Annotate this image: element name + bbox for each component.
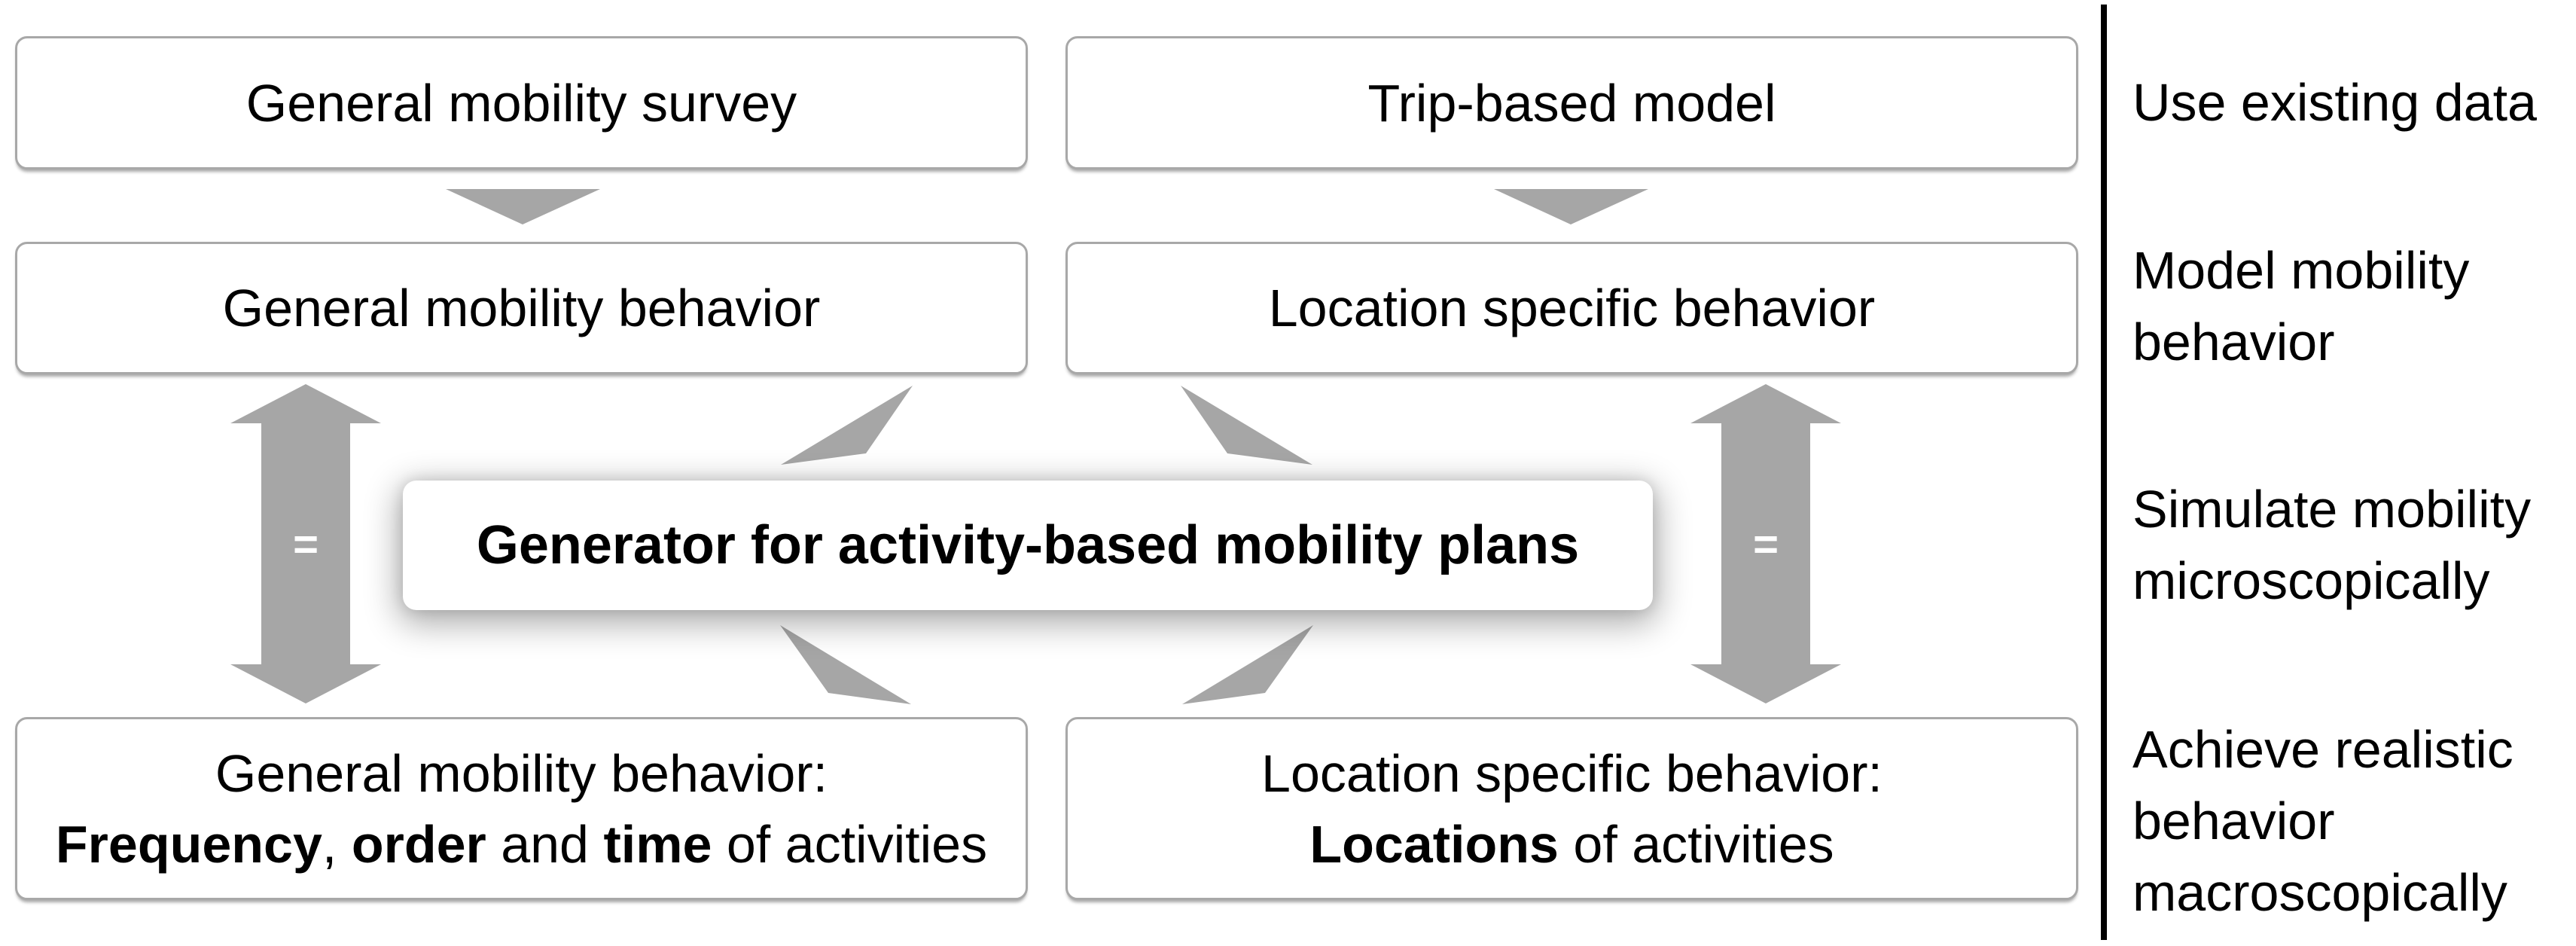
box-general-mobility-survey: General mobility survey (15, 36, 1028, 169)
box-general-behavior-detail: General mobility behavior: Frequency, or… (15, 717, 1028, 900)
stage-label-line: behavior (2132, 313, 2335, 371)
divider-line (2101, 5, 2107, 940)
double-arrow-icon (230, 384, 381, 703)
box-location-specific-behavior: Location specific behavior (1065, 242, 2078, 374)
box-generator: Generator for activity-based mobility pl… (403, 481, 1653, 610)
equals-label: = (1753, 520, 1779, 569)
swoosh-arrow-icon (1181, 386, 1312, 465)
swoosh-arrow-icon (781, 386, 913, 465)
box-label-segment: of activities (712, 814, 988, 874)
stage-label-simulate-mobility: Simulate mobility microscopically (2132, 474, 2573, 617)
box-label: Trip-based model (1367, 73, 1776, 133)
box-general-mobility-behavior: General mobility behavior (15, 242, 1028, 374)
box-label-segment: of activities (1558, 814, 1834, 874)
box-label-segment: order (351, 814, 486, 874)
box-label: General mobility survey (245, 73, 797, 133)
box-label: General mobility behavior (222, 279, 821, 337)
box-label-line: Frequency, order and time of activities (56, 809, 987, 880)
stage-label-line: Model mobility (2132, 241, 2470, 300)
stage-label-line: Simulate mobility (2132, 480, 2532, 539)
stage-label-line: macroscopically (2132, 863, 2507, 922)
stage-label-model-mobility-behavior: Model mobility behavior (2132, 235, 2573, 378)
box-label-segment: time (603, 814, 712, 874)
box-label-segment: Locations (1309, 814, 1559, 874)
box-label-segment: Frequency (55, 814, 322, 874)
box-label-line: Locations of activities (1309, 809, 1834, 880)
down-arrow-icon (1494, 189, 1648, 224)
equals-label: = (293, 520, 319, 569)
box-label-line: General mobility behavior: (215, 743, 828, 803)
box-label-segment: , (322, 814, 352, 874)
stage-label-achieve-realistic-behavior: Achieve realistic behavior macroscopical… (2132, 714, 2573, 929)
box-label-segment: and (486, 814, 604, 874)
stage-label-use-existing-data: Use existing data (2132, 67, 2573, 139)
stage-label-line: Use existing data (2132, 73, 2537, 132)
stage-label-line: Achieve realistic (2132, 720, 2514, 779)
double-arrow-icon (1690, 384, 1841, 703)
down-arrow-icon (446, 189, 600, 224)
box-location-behavior-detail: Location specific behavior: Locations of… (1065, 717, 2078, 900)
box-label: Location specific behavior (1268, 279, 1876, 337)
box-trip-based-model: Trip-based model (1065, 36, 2078, 169)
stage-label-line: microscopically (2132, 551, 2490, 610)
box-label-line: Location specific behavior: (1261, 743, 1882, 803)
swoosh-arrow-icon (1182, 625, 1313, 704)
swoosh-arrow-icon (780, 625, 911, 704)
stage-label-line: behavior (2132, 792, 2335, 850)
box-label: Generator for activity-based mobility pl… (476, 515, 1580, 575)
